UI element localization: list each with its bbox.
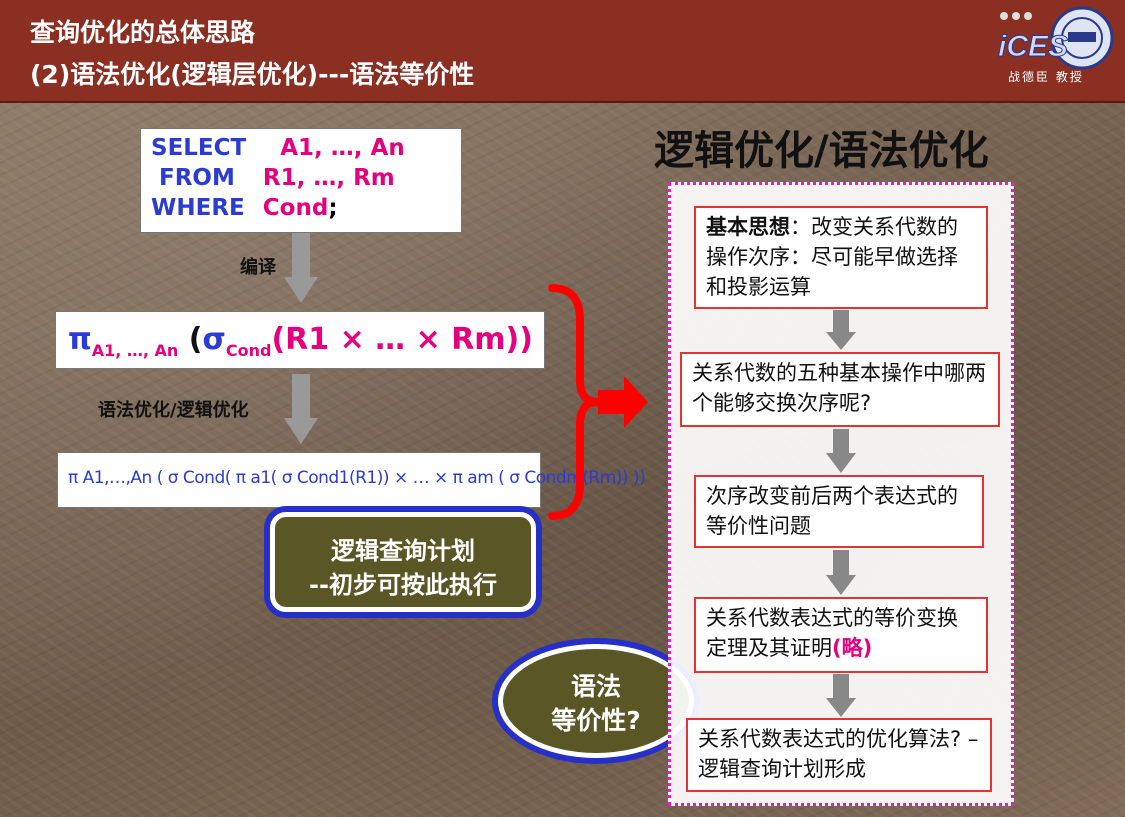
ices-logo: iCES	[998, 6, 1114, 70]
plan-badge-line1: 逻辑查询计划	[331, 537, 475, 565]
down-arrow-icon	[826, 674, 856, 717]
product-args: (R1 × … × Rm))	[271, 322, 533, 357]
from-tables: R1, …, Rm	[262, 165, 395, 191]
where-condition: Cond	[262, 195, 329, 221]
open-paren: (	[188, 322, 203, 357]
logo-caption: 战德臣 教授	[1008, 70, 1084, 84]
select-columns: A1, …, An	[280, 135, 405, 161]
logical-plan-badge: 逻辑查询计划 --初步可按此执行	[270, 512, 536, 612]
compile-label: 编译	[240, 257, 276, 278]
down-arrow-icon	[826, 550, 856, 595]
slide-title: 查询优化的总体思路	[30, 18, 256, 47]
svg-text:iCES: iCES	[998, 30, 1068, 63]
theorems-text: 关系代数表达式的等价变换定理及其证明	[706, 606, 958, 660]
relational-algebra-expression: πA1, …, An (σCond(R1 × … × Rm))	[55, 311, 545, 369]
sql-query-box: SELECT A1, …, An FROM R1, …, Rm WHERE Co…	[140, 128, 462, 233]
brace-arrow-icon	[548, 284, 648, 520]
pi-symbol: π	[68, 322, 92, 357]
equivalence-question-badge: 语法 等价性?	[498, 644, 694, 758]
optimized-expression: π A1,…,An ( σ Cond( π a1( σ Cond1(R1)) ×…	[57, 452, 646, 508]
step-operations: 关系代数的五种基本操作中哪两个能够交换次序呢?	[680, 352, 1000, 427]
step-algorithm: 关系代数表达式的优化算法? –逻辑查询计划形成	[686, 718, 992, 792]
oval-line1: 语法	[570, 672, 621, 701]
sigma-symbol: σ	[202, 322, 226, 357]
plan-badge-line2: --初步可按此执行	[309, 571, 497, 599]
down-arrow-icon	[826, 429, 856, 473]
omitted-tag: (略)	[832, 636, 873, 660]
basic-idea-label: 基本思想	[706, 215, 790, 239]
step-theorems: 关系代数表达式的等价变换定理及其证明(略)	[694, 597, 988, 673]
basic-idea-text: ：改变关系代数的操作次序：尽可能早做选择和投影运算	[706, 215, 958, 299]
sigma-subscript: Cond	[225, 341, 272, 360]
slide-header: 查询优化的总体思路 (2)语法优化(逻辑层优化)---语法等价性 iCES 战德…	[0, 0, 1125, 103]
down-arrow-icon	[284, 374, 318, 444]
section-title: 逻辑优化/语法优化	[654, 128, 989, 174]
optimize-label: 语法优化/逻辑优化	[98, 400, 249, 421]
step-equivalence: 次序改变前后两个表达式的等价性问题	[694, 475, 984, 548]
pi-subscript: A1, …, An	[91, 341, 179, 360]
down-arrow-icon	[826, 310, 856, 350]
slide-subtitle: (2)语法优化(逻辑层优化)---语法等价性	[30, 60, 475, 89]
semicolon: ;	[328, 195, 338, 221]
select-keyword: SELECT	[151, 135, 247, 161]
where-keyword: WHERE	[151, 195, 245, 221]
from-keyword: FROM	[159, 165, 235, 191]
down-arrow-icon	[284, 233, 318, 303]
oval-line2: 等价性?	[551, 706, 641, 735]
step-basic-idea: 基本思想：改变关系代数的操作次序：尽可能早做选择和投影运算	[694, 206, 988, 309]
optimized-formula-text: π A1,…,An ( σ Cond( π a1( σ Cond1(R1)) ×…	[68, 468, 646, 488]
